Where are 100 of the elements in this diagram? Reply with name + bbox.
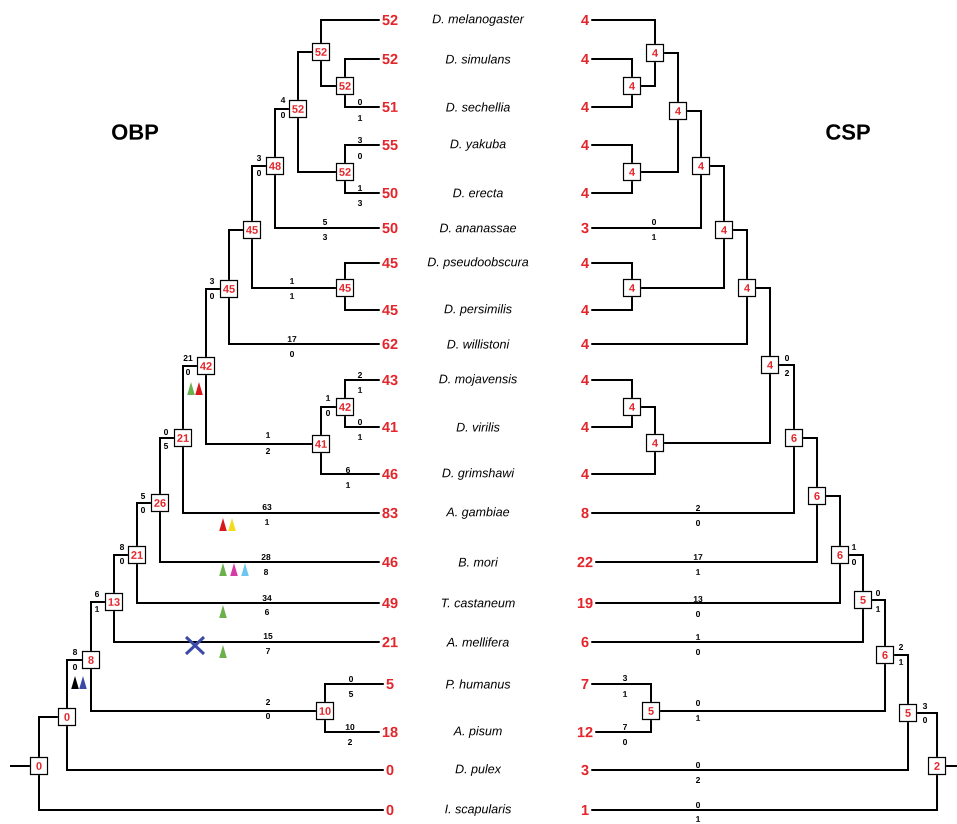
tree-branch [320, 453, 380, 475]
branch-number: 2 [266, 699, 270, 705]
species-name: T. castaneum [442, 598, 515, 608]
branch-number: 0 [652, 219, 656, 225]
count-box: 4 [714, 220, 734, 240]
branch-number: 3 [210, 278, 214, 284]
tree-branch [344, 95, 380, 108]
branch-number: 0 [186, 369, 190, 375]
tree-branch [591, 297, 748, 345]
branch-number: 6 [94, 591, 100, 597]
species-name: D. grimshawi [442, 468, 514, 480]
tree-branch [591, 609, 864, 643]
count-box: 26 [150, 494, 170, 512]
count-box: 4 [622, 278, 642, 298]
count-box: 5 [898, 704, 918, 722]
gene-count: 4 [581, 102, 589, 112]
count-box: 45 [220, 280, 238, 298]
tree-branch [136, 502, 151, 546]
branch-number: 4 [280, 97, 286, 103]
gene-count: 19 [578, 598, 593, 608]
gene-count: 4 [581, 422, 589, 432]
gene-count: 3 [581, 764, 589, 776]
species-name: D. simulans [446, 54, 510, 64]
count-box: 4 [622, 162, 642, 182]
tree-branch [344, 58, 380, 77]
gene-count: 8 [581, 508, 589, 518]
branch-number: 0 [696, 762, 700, 768]
gene-count: 0 [386, 804, 394, 816]
branch-number: 1 [358, 387, 362, 393]
gene-count: 1 [582, 805, 589, 815]
tree-branch [344, 416, 380, 428]
species-name: D. pulex [455, 764, 502, 776]
branch-number: 5 [348, 691, 354, 697]
branch-number: 2 [696, 777, 700, 783]
root-branch [946, 765, 957, 767]
tree-branch [205, 288, 220, 357]
branch-number: 17 [288, 336, 296, 342]
tree-branch [344, 262, 380, 279]
tree-branch [66, 659, 82, 708]
count-box: 0 [58, 708, 76, 726]
branch-number: 63 [262, 504, 272, 510]
tree-branch [113, 554, 128, 593]
tree-branch [591, 175, 702, 229]
count-box: 21 [174, 428, 192, 448]
tree-branch [664, 374, 771, 444]
tree-branch [324, 720, 380, 733]
gene-count: 21 [382, 636, 398, 648]
branch-number: 5 [140, 493, 146, 499]
branch-number: 0 [280, 112, 286, 118]
tree-branch [324, 683, 384, 702]
tree-branch [344, 144, 380, 163]
gene-count: 50 [382, 188, 398, 198]
tree-branch [205, 375, 312, 445]
branch-number: 17 [694, 554, 702, 560]
count-box: 41 [312, 434, 330, 454]
branch-number: 2 [266, 448, 270, 454]
gene-count: 0 [386, 764, 394, 776]
gene-count: 50 [382, 222, 398, 234]
species-name: P. humanus [446, 679, 510, 689]
tree-branch [591, 19, 656, 44]
branch-number: 2 [784, 370, 790, 376]
branch-number: 1 [265, 519, 270, 525]
branch-number: 0 [210, 293, 214, 299]
branch-number: 1 [696, 816, 700, 822]
gene-count: 12 [578, 726, 592, 738]
count-box: 4 [692, 156, 710, 176]
tree-branch [159, 512, 380, 563]
species-name: A. mellifera [446, 637, 509, 647]
tree-branch [320, 406, 336, 435]
tree-branch [159, 437, 174, 494]
tree-branch [591, 452, 656, 475]
tree-branch [38, 775, 384, 811]
tree-branch [90, 601, 105, 651]
tree-branch [595, 720, 652, 733]
branch-number: 1 [652, 234, 656, 240]
branch-number: 0 [696, 700, 700, 706]
count-box: 21 [128, 546, 146, 564]
count-box: 52 [336, 76, 354, 96]
tree-branch [641, 406, 656, 434]
species-name: D. yakuba [450, 139, 506, 151]
tree-branch [756, 287, 771, 356]
count-box: 0 [30, 756, 48, 776]
tree-branch [591, 447, 795, 514]
branch-number: 0 [922, 717, 928, 724]
branch-number: 0 [326, 410, 330, 416]
tree-branch [591, 416, 633, 428]
branch-number: 21 [184, 355, 192, 361]
branch-number: 3 [622, 675, 628, 682]
branch-number: 0 [120, 558, 124, 564]
branch-number: 13 [694, 596, 702, 602]
branch-number: 28 [262, 554, 270, 560]
species-name: D. persimilis [444, 304, 512, 316]
branch-number: 0 [72, 664, 78, 670]
species-name: D. virilis [456, 422, 500, 432]
branch-number: 0 [852, 559, 856, 565]
branch-number: 7 [266, 648, 270, 654]
branch-number: 5 [164, 443, 168, 449]
branch-number: 6 [346, 467, 350, 473]
branch-number: 0 [266, 713, 270, 720]
count-box: 4 [646, 434, 664, 452]
